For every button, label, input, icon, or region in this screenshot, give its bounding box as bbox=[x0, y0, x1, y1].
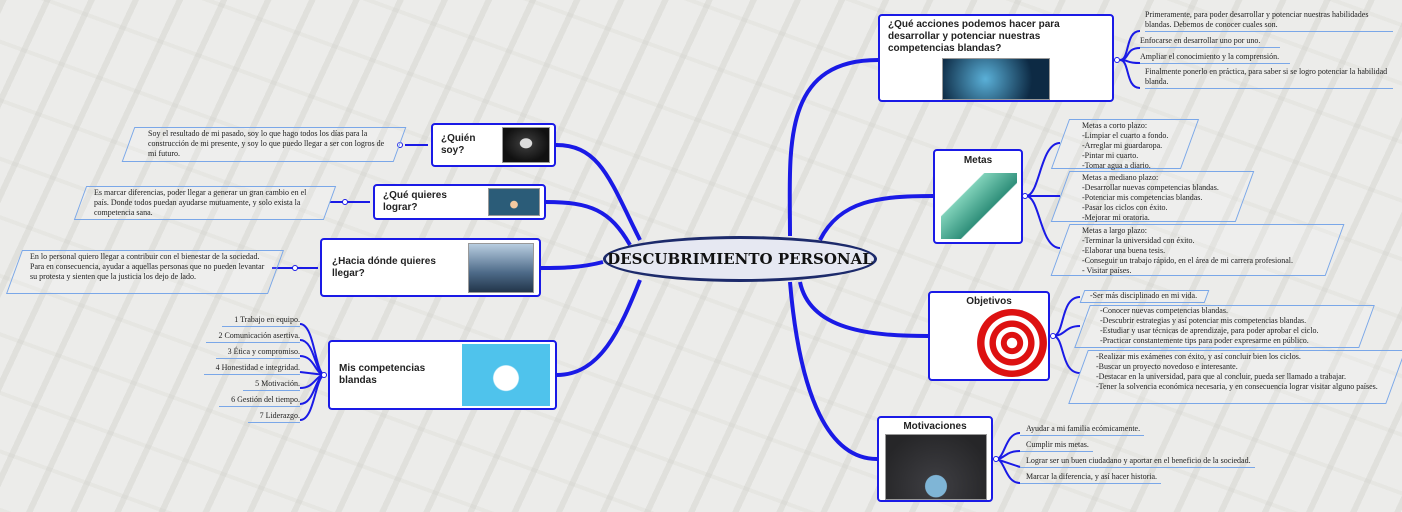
competencias-item: 2 Comunicación asertiva. bbox=[206, 331, 300, 343]
competencias-image bbox=[462, 344, 550, 406]
competencias-item: 3 Ética y compromiso. bbox=[215, 347, 300, 359]
metas-image bbox=[941, 173, 1017, 239]
node-mis-competencias[interactable]: Mis competencias blandas bbox=[328, 340, 557, 410]
objetivos-title: Objetivos bbox=[966, 296, 1012, 307]
competencias-item: 7 Liderazgo. bbox=[247, 411, 300, 423]
central-title: DESCUBRIMIENTO PERSONAL bbox=[607, 250, 873, 268]
lograr-title: ¿Qué quieres lograr? bbox=[383, 190, 447, 213]
lograr-image bbox=[488, 188, 540, 216]
node-que-quieres-lograr[interactable]: ¿Qué quieres lograr? bbox=[373, 184, 546, 220]
collapse-toggle[interactable] bbox=[1050, 333, 1056, 339]
motivaciones-title: Motivaciones bbox=[903, 421, 967, 432]
acciones-item: Primeramente, para poder desarrollar y p… bbox=[1145, 10, 1393, 32]
acciones-image bbox=[942, 58, 1050, 100]
node-motivaciones[interactable]: Motivaciones bbox=[877, 416, 993, 502]
collapse-toggle[interactable] bbox=[321, 372, 327, 378]
quien-text: Soy el resultado de mi pasado, soy lo qu… bbox=[128, 127, 400, 162]
objetivos-item: -Ser más disciplinado en mi vida. bbox=[1082, 290, 1207, 303]
motivaciones-item: Lograr ser un buen ciudadano y aportar e… bbox=[1020, 456, 1255, 468]
node-metas[interactable]: Metas bbox=[933, 149, 1023, 244]
node-quien-soy[interactable]: ¿Quién soy? bbox=[431, 123, 556, 167]
hacia-image bbox=[468, 242, 534, 293]
metas-title: Metas bbox=[963, 155, 993, 166]
acciones-item: Enfocarse en desarrollar uno por uno. bbox=[1140, 36, 1280, 48]
objetivos-item: -Conocer nuevas competencias blandas. -D… bbox=[1082, 305, 1367, 348]
metas-item: Metas a corto plazo: -Limpiar el cuarto … bbox=[1060, 119, 1190, 170]
quien-title: ¿Quién soy? bbox=[441, 133, 476, 156]
motivaciones-image bbox=[885, 434, 987, 500]
node-objetivos[interactable]: Objetivos bbox=[928, 291, 1050, 381]
collapse-toggle[interactable] bbox=[1022, 193, 1028, 199]
motivaciones-item: Ayudar a mi familia ecómicamente. bbox=[1020, 424, 1145, 436]
central-topic[interactable]: DESCUBRIMIENTO PERSONAL bbox=[603, 236, 877, 282]
quien-image bbox=[502, 127, 550, 163]
collapse-toggle[interactable] bbox=[1114, 57, 1120, 63]
acciones-item: Ampliar el conocimiento y la comprensión… bbox=[1140, 52, 1290, 64]
collapse-toggle[interactable] bbox=[993, 456, 999, 462]
motivaciones-item: Marcar la diferencia, y así hacer histor… bbox=[1020, 472, 1162, 484]
competencias-item: 4 Honestidad e integridad. bbox=[203, 363, 300, 375]
collapse-toggle[interactable] bbox=[342, 199, 348, 205]
acciones-title: ¿Qué acciones podemos hacer para desarro… bbox=[888, 19, 1060, 54]
competencias-title: Mis competencias blandas bbox=[339, 363, 426, 386]
acciones-item: Finalmente ponerlo en práctica, para sab… bbox=[1145, 67, 1393, 89]
node-hacia-donde[interactable]: ¿Hacia dónde quieres llegar? bbox=[320, 238, 541, 297]
hacia-title: ¿Hacia dónde quieres llegar? bbox=[332, 255, 436, 279]
node-acciones[interactable]: ¿Qué acciones podemos hacer para desarro… bbox=[878, 14, 1114, 102]
competencias-item: 1 Trabajo en equipo. bbox=[222, 315, 300, 327]
competencias-item: 5 Motivación. bbox=[243, 379, 300, 391]
motivaciones-item: Cumplir mis metas. bbox=[1020, 440, 1093, 452]
collapse-toggle[interactable] bbox=[292, 265, 298, 271]
hacia-text: En lo personal quiero llegar a contribui… bbox=[14, 250, 276, 294]
metas-item: Metas a largo plazo: -Terminar la univer… bbox=[1060, 224, 1335, 276]
metas-item: Metas a mediano plazo: -Desarrollar nuev… bbox=[1060, 171, 1245, 222]
objetivos-item: -Realizar mis exámenes con éxito, y así … bbox=[1078, 350, 1396, 404]
lograr-text: Es marcar diferencias, poder llegar a ge… bbox=[80, 186, 330, 220]
objetivos-image bbox=[976, 309, 1048, 377]
competencias-item: 6 Gestión del tiempo. bbox=[219, 395, 300, 407]
